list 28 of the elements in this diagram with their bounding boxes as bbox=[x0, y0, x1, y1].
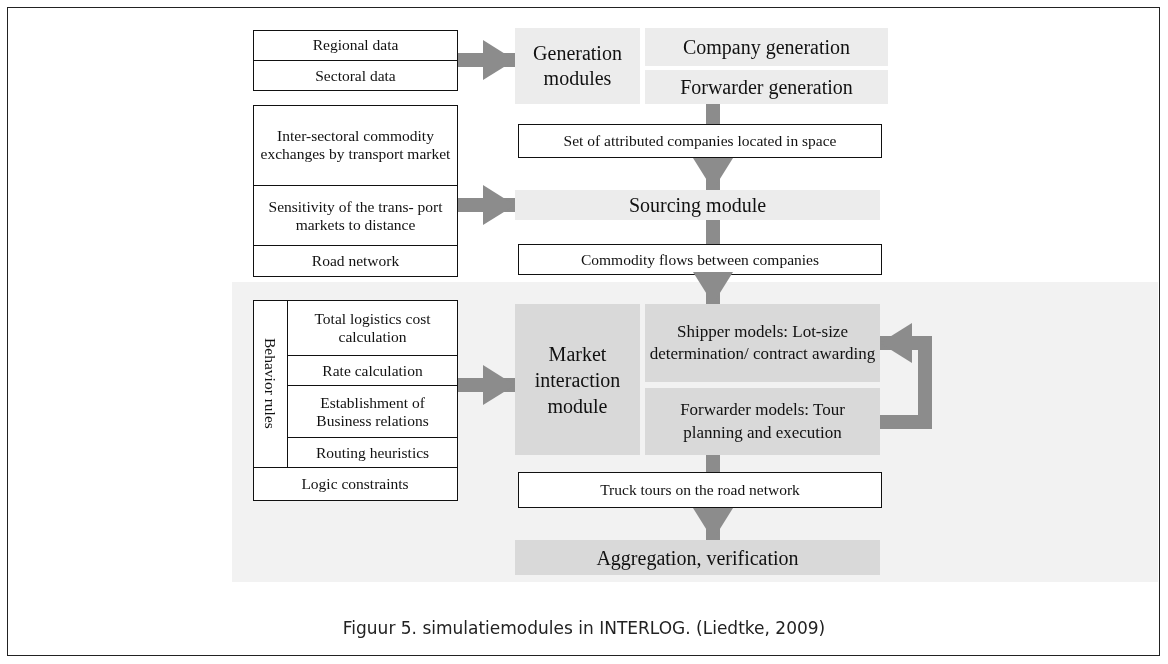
module-box: Sourcing module bbox=[515, 190, 880, 220]
figure-caption: Figuur 5. simulatiemodules in INTERLOG. (Liedtke, 2009) bbox=[341, 618, 827, 638]
result-box: Commodity flows between companies bbox=[518, 244, 882, 275]
connector-bar bbox=[706, 455, 720, 472]
module-box: Company generation bbox=[645, 28, 888, 66]
input-table bbox=[253, 105, 458, 277]
module-box: Forwarder generation bbox=[645, 70, 888, 104]
input-table bbox=[253, 300, 458, 501]
connector-bar bbox=[706, 104, 720, 124]
module-box: Aggregation, verification bbox=[515, 540, 880, 575]
table-cell: Rate calculation bbox=[287, 355, 457, 385]
block-arrow bbox=[693, 158, 733, 190]
input-table bbox=[253, 30, 458, 91]
module-box: Forwarder models: Tour planning and execution bbox=[645, 388, 880, 455]
table-cell: Establishment of Business relations bbox=[287, 385, 457, 437]
block-arrow bbox=[458, 40, 515, 80]
block-arrow bbox=[458, 365, 515, 405]
table-cell: Routing heuristics bbox=[287, 437, 457, 467]
block-arrow bbox=[693, 272, 733, 304]
block-arrow bbox=[458, 185, 515, 225]
block-arrow bbox=[693, 508, 733, 540]
result-box: Set of attributed companies located in space bbox=[518, 124, 882, 158]
module-box: Generation modules bbox=[515, 28, 640, 104]
result-box: Truck tours on the road network bbox=[518, 472, 882, 508]
panel-background bbox=[232, 282, 1158, 582]
connector-bar bbox=[706, 220, 720, 244]
module-box: Market interaction module bbox=[515, 304, 640, 455]
module-box: Shipper models: Lot-size determination/ contract awarding bbox=[645, 304, 880, 382]
